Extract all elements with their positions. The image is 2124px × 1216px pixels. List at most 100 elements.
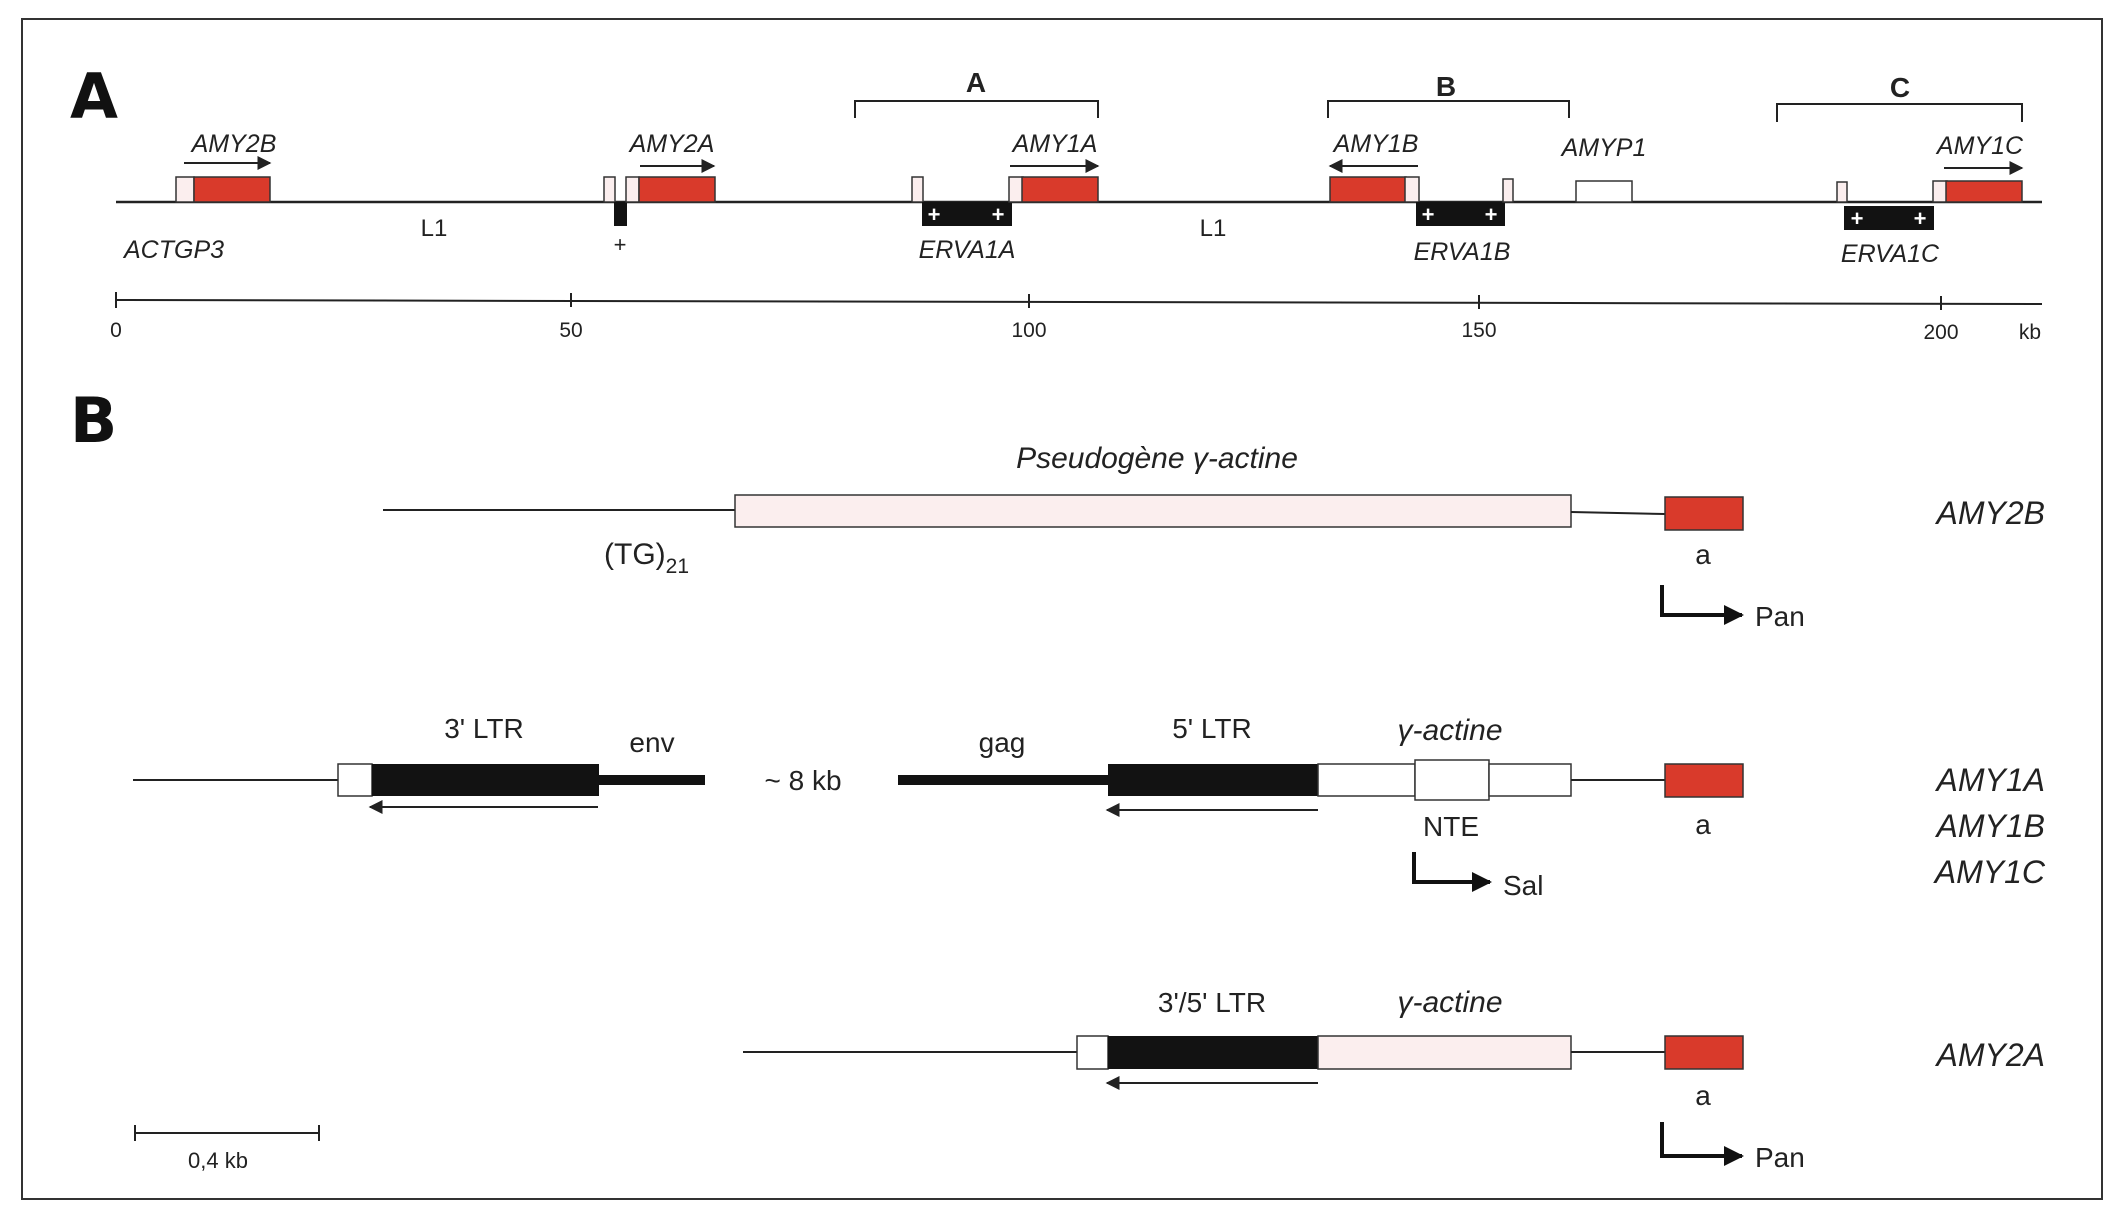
gap-8kb-label: ~ 8 kb — [764, 765, 841, 796]
amy1c-pseudo-box — [1932, 180, 1948, 203]
actin-box-right — [1488, 763, 1572, 797]
amy1c-gene-box — [1945, 180, 2023, 203]
bracket-c-label: C — [1890, 72, 1910, 103]
amy1a-label: AMY1A — [1011, 130, 1098, 158]
amy2a-exon-a-box — [1664, 1035, 1744, 1070]
scale-label-150: 150 — [1461, 319, 1496, 342]
nte-box — [1414, 759, 1490, 801]
l1-label-2: L1 — [1200, 215, 1227, 242]
erva1a-label: ERVA1A — [919, 236, 1016, 264]
amy1b-gene-box — [1329, 176, 1407, 203]
panel-b-label: B — [70, 384, 117, 457]
amy1b-label: AMY1B — [1332, 130, 1419, 158]
erva1a-plus-2: + — [992, 202, 1005, 227]
erva1b-plus-1: + — [1422, 202, 1435, 227]
amy2b-label: AMY2B — [190, 130, 277, 158]
panel-a-label: A — [70, 60, 118, 133]
actin-box-amy2a — [1317, 1035, 1572, 1070]
tg-repeat-subscript: 21 — [666, 555, 689, 578]
amy2b-exon-a-label: a — [1695, 539, 1711, 570]
amy1a-pseudo-box — [1008, 176, 1024, 203]
env-bar — [599, 775, 705, 785]
erva1b-box — [1416, 202, 1505, 226]
amy2b-exon-a-box — [1664, 496, 1744, 531]
ltr5-label: 5' LTR — [1172, 713, 1252, 744]
erva1b-small-box — [1502, 178, 1514, 203]
ltr3-label: 3' LTR — [444, 713, 524, 744]
scale-unit-label: kb — [2019, 321, 2041, 344]
tg-repeat-base: (TG) — [604, 538, 666, 571]
ltr35-box — [1108, 1036, 1318, 1069]
scale-ruler-line — [115, 299, 2043, 305]
erva1b-plus-2: + — [1485, 202, 1498, 227]
ltr35-label: 3'/5' LTR — [1158, 987, 1266, 1018]
erva1a-plus-1: + — [928, 202, 941, 227]
bracket-b — [1327, 100, 1570, 118]
actgp3-label: ACTGP3 — [122, 236, 224, 264]
amy2a-plus-label: + — [614, 232, 627, 257]
amy2b-gene-label: AMY2B — [1935, 495, 2045, 531]
row-amy1: 3' LTR env ~ 8 kb gag 5' LTR γ-actine NT… — [133, 713, 2046, 901]
sal-promoter-label: Sal — [1503, 870, 1543, 901]
row-amy2a: 3'/5' LTR γ-actine a Pan AMY2A — [743, 986, 2045, 1173]
amy2a-erv-box — [614, 202, 627, 226]
erva1c-plus-1: + — [1851, 206, 1864, 231]
ltr3-box — [372, 764, 599, 796]
amy1b-pseudo-box — [1404, 176, 1420, 203]
erva1a-small-box — [911, 176, 924, 203]
figure-frame — [21, 18, 2103, 1200]
erva1c-label: ERVA1C — [1841, 240, 1940, 268]
bracket-a — [854, 100, 1099, 118]
actin-box-left — [1317, 763, 1416, 797]
amy2a-label: AMY2A — [628, 130, 715, 158]
amy1c-label: AMY1C — [1935, 132, 2024, 160]
amy1a-gene-label: AMY1A — [1935, 762, 2045, 798]
gag-label: gag — [979, 727, 1026, 758]
erva1c-box — [1844, 206, 1934, 230]
pan-promoter-label-2: Pan — [1755, 1142, 1805, 1173]
scale-bar-label: 0,4 kb — [188, 1148, 248, 1173]
amy2a-pseudo-box — [625, 176, 640, 203]
ltr5-box — [1108, 764, 1318, 796]
erva1c-plus-2: + — [1914, 206, 1927, 231]
panel-b: B Pseudogène γ-actine (TG)21 a Pan AMY2B… — [70, 384, 2046, 1173]
scale-label-200: 200 — [1923, 321, 1958, 344]
pan-promoter-arrow-1 — [1660, 585, 1744, 625]
actin-pseudogene-title: Pseudogène γ-actine — [1016, 442, 1298, 475]
amy2a-upstream-box — [603, 176, 616, 203]
env-label: env — [629, 727, 674, 758]
erva1c-small-box — [1836, 181, 1848, 203]
bracket-b-label: B — [1436, 71, 1456, 102]
gag-bar — [898, 775, 1108, 785]
amy1-exon-a-box — [1664, 763, 1744, 798]
nte-label: NTE — [1423, 811, 1479, 842]
amy1b-gene-label: AMY1B — [1935, 808, 2045, 844]
amyp1-label: AMYP1 — [1560, 134, 1647, 162]
erva1a-box — [922, 202, 1012, 226]
actin-label-2: γ-actine — [1397, 986, 1502, 1019]
bracket-c — [1776, 103, 2023, 122]
amy2a-exon-a-label: a — [1695, 1080, 1711, 1111]
amy2b-gene-box — [193, 176, 271, 203]
amy2a-gene-box — [638, 176, 716, 203]
amy1c-gene-label: AMY1C — [1933, 854, 2046, 890]
scale-bar-b: 0,4 kb — [134, 1125, 320, 1173]
amy1-exon-a-label: a — [1695, 809, 1711, 840]
l1-label-1: L1 — [421, 215, 448, 242]
row-amy2b: Pseudogène γ-actine (TG)21 a Pan AMY2B — [383, 442, 2045, 632]
amyp1-box — [1575, 180, 1633, 203]
scale-label-0: 0 — [110, 319, 122, 342]
sal-promoter-arrow — [1412, 852, 1492, 892]
bracket-a-label: A — [966, 67, 986, 98]
tg-repeat-label: (TG)21 — [604, 538, 689, 578]
panel-a: A A B C AMY2B ACTGP3 L1 + AMY2A + + ERVA… — [70, 60, 2043, 344]
actgp3-box — [175, 176, 195, 203]
pan-promoter-arrow-2 — [1660, 1122, 1744, 1166]
actin-pseudogene-box — [734, 494, 1572, 528]
scale-label-100: 100 — [1011, 319, 1046, 342]
pan-promoter-label-1: Pan — [1755, 601, 1805, 632]
amy2b-line-right — [1570, 511, 1666, 515]
ltr3-small-box — [337, 763, 373, 797]
erva1b-label: ERVA1B — [1414, 238, 1511, 266]
